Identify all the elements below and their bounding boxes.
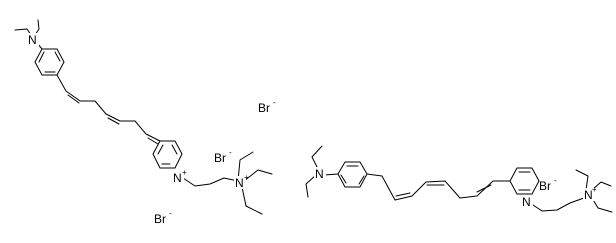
phenyl-ring-2 [337, 161, 368, 188]
ammonium-nitrogen-2: N [584, 188, 593, 202]
bromide-charge: - [554, 176, 557, 185]
pyridinium-charge-1: + [182, 168, 187, 177]
triethylammonium-group-2 [575, 169, 613, 213]
molecule-1 [14, 19, 273, 215]
triethylammonium-group-1 [237, 151, 273, 215]
propyl-linker-2 [529, 197, 585, 212]
bromide-symbol: Br [214, 151, 226, 165]
molecule-2 [305, 145, 613, 213]
pyridine-ring-2 [509, 167, 540, 195]
amine-nitrogen-1: N [28, 33, 37, 47]
bromide-charge: - [229, 148, 232, 157]
bromide-symbol: Br [258, 101, 270, 115]
bromide-charge: - [273, 98, 276, 107]
hexatriene-chain-1 [56, 74, 161, 145]
bromide-ion-3: Br - [154, 209, 172, 226]
amine-nitrogen-2: N [315, 167, 324, 181]
pyridinium-nitrogen-1: N [173, 171, 182, 185]
bromide-ion-4: Br - [539, 176, 557, 193]
propyl-linker-1 [179, 175, 239, 187]
bromide-symbol: Br [539, 179, 551, 193]
ammonium-nitrogen-1: N [235, 176, 244, 190]
bromide-charge: - [169, 209, 172, 218]
bromide-ion-1: Br - [258, 98, 276, 115]
diethylamino-group-2 [305, 145, 339, 198]
hexatriene-chain-2 [366, 173, 511, 201]
bromide-symbol: Br [154, 212, 166, 226]
bromide-ion-2: Br - [214, 148, 232, 165]
phenyl-ring-1 [34, 48, 65, 76]
pyridinium-ring-1 [152, 140, 183, 169]
ammonium-charge-2: + [592, 185, 597, 194]
ammonium-charge-1: + [244, 173, 249, 182]
pyridine-nitrogen-2: N [522, 195, 531, 209]
